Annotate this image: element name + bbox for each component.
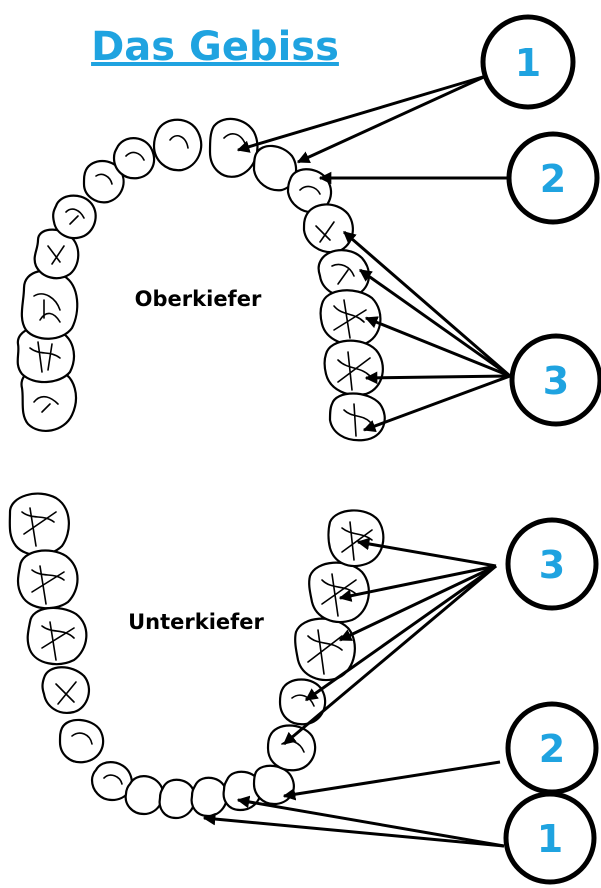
lower-tooth — [58, 718, 105, 764]
arrow — [364, 371, 511, 385]
arrows-upper-1 — [236, 74, 487, 164]
upper-tooth — [33, 228, 80, 280]
upper-tooth — [52, 194, 97, 240]
upper-tooth — [302, 203, 354, 254]
lower-tooth — [222, 770, 262, 812]
lower-jaw — [8, 492, 385, 820]
callout-number: 1 — [537, 817, 563, 861]
lower-tooth — [266, 724, 317, 772]
callout-number: 3 — [539, 543, 565, 587]
arrow — [283, 564, 497, 746]
arrows-upper-3 — [343, 230, 511, 432]
lower-tooth — [16, 549, 79, 610]
lower-tooth — [124, 775, 164, 816]
lower-tooth — [308, 561, 370, 624]
callout-number: 3 — [543, 359, 569, 403]
upper-tooth — [208, 117, 259, 178]
lower-tooth — [26, 606, 88, 666]
arrow — [362, 374, 511, 432]
callout-lower-3: 3 — [505, 517, 599, 611]
arrow — [296, 74, 487, 164]
arrow — [282, 760, 501, 801]
lower-tooth — [8, 492, 70, 557]
arrow — [338, 564, 497, 602]
upper-tooth — [20, 269, 79, 340]
arrow — [358, 268, 511, 378]
upper-tooth — [323, 339, 384, 397]
arrows-lower-2 — [282, 760, 501, 801]
arrows-lower-1 — [202, 795, 505, 848]
arrow — [304, 564, 497, 702]
callout-number: 1 — [515, 41, 541, 85]
upper-tooth — [82, 159, 125, 204]
arrow — [236, 74, 487, 153]
arrow — [236, 795, 505, 848]
upper-tooth — [328, 392, 386, 442]
arrows-lower-3 — [283, 537, 497, 746]
lower-tooth — [158, 778, 196, 820]
arrow — [202, 812, 505, 848]
page-title: Das Gebiss — [91, 24, 339, 70]
upper-jaw — [16, 117, 386, 442]
lower-tooth — [190, 776, 228, 818]
arrow — [364, 316, 511, 378]
arrow — [338, 564, 497, 642]
callout-upper-3: 3 — [509, 333, 601, 427]
upper-jaw-label: Oberkiefer — [135, 287, 262, 311]
callout-number: 2 — [540, 157, 566, 201]
upper-tooth — [112, 137, 156, 180]
arrow — [356, 537, 497, 568]
upper-tooth — [152, 118, 203, 172]
callout-upper-2: 2 — [506, 131, 600, 225]
callout-lower-2: 2 — [505, 701, 599, 795]
callout-upper-1: 1 — [480, 14, 576, 110]
upper-tooth — [319, 289, 382, 347]
lower-jaw-label: Unterkiefer — [128, 610, 264, 634]
lower-tooth — [278, 678, 327, 726]
callout-lower-1: 1 — [503, 791, 597, 885]
upper-tooth — [252, 144, 298, 192]
lower-tooth — [41, 666, 91, 714]
lower-tooth — [327, 509, 385, 568]
callout-number: 2 — [539, 727, 565, 771]
arrow — [343, 230, 511, 378]
lower-tooth — [252, 764, 295, 806]
lower-tooth — [90, 761, 133, 802]
